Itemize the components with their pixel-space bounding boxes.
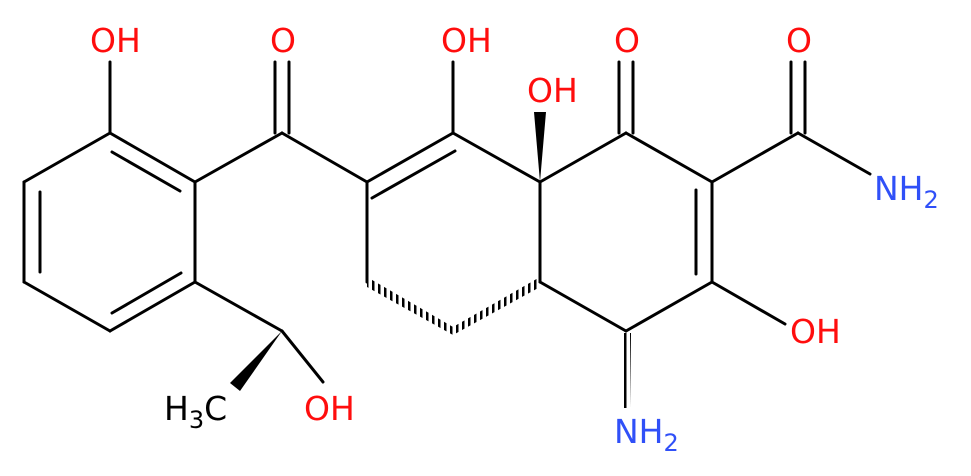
substituent-bonds [108, 60, 872, 384]
hashed-wedges [367, 277, 631, 408]
atom-labels: OH O OH OH O O NH2 OH NH2 OH H3C [90, 21, 939, 457]
label-oh-enol: OH [790, 312, 841, 351]
label-ch3: H3C [164, 389, 227, 434]
label-nh2-bottom: NH2 [614, 412, 679, 457]
hashed-wedge-left [367, 277, 453, 335]
label-o-ketone-b: O [270, 21, 296, 60]
label-oh-top-center: OH [441, 21, 492, 60]
label-oh-bottom: OH [304, 389, 355, 428]
label-nh2-amide: NH2 [874, 169, 939, 214]
ring-d [538, 131, 714, 333]
hashed-wedge-amine [621, 333, 631, 408]
label-o-ketone-d: O [614, 21, 640, 60]
label-oh-ring-junction: OH [527, 71, 578, 110]
hashed-wedge-right [453, 277, 540, 335]
solid-wedge-methyl [230, 331, 282, 391]
ring-c [365, 131, 542, 284]
ring-a-aromatic [22, 131, 197, 333]
solid-wedges [230, 112, 546, 391]
solid-wedge-ring-junction-oh [534, 112, 546, 182]
label-oh-top-left: OH [90, 21, 141, 60]
ring-b [193, 131, 369, 333]
label-o-amide: O [786, 21, 812, 60]
